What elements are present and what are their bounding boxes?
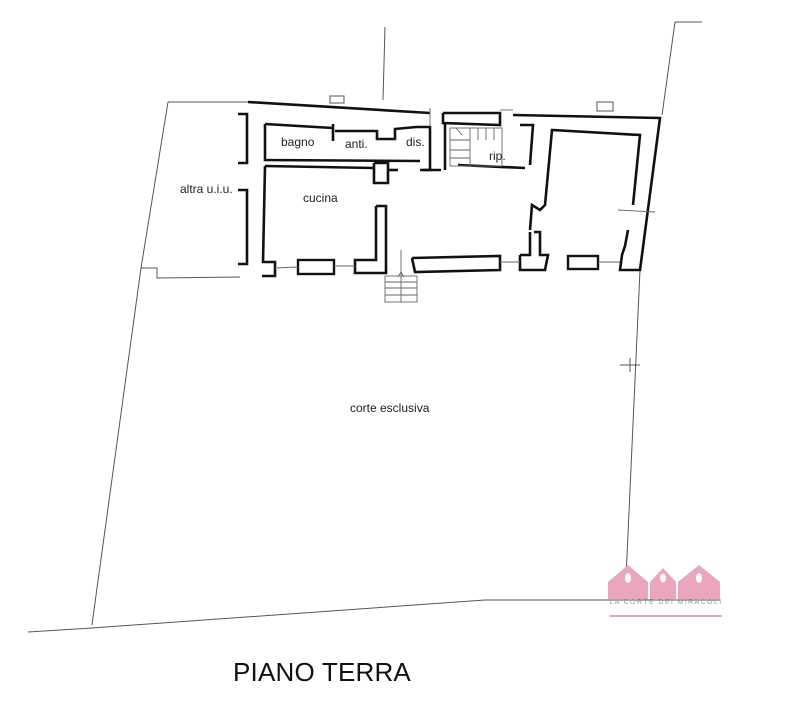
internal-staircase bbox=[449, 127, 503, 167]
logo-text: LA CORTE DEI MIRACOLI bbox=[609, 599, 723, 606]
room-label-anti: anti. bbox=[345, 137, 368, 151]
brand-logo: LA CORTE DEI MIRACOLI bbox=[608, 565, 724, 621]
room-label-rip: rip. bbox=[489, 149, 506, 163]
room-label-dis: dis. bbox=[406, 135, 425, 149]
room-label-corte-esclusiva: corte esclusiva bbox=[350, 401, 430, 415]
chimney bbox=[596, 101, 614, 112]
walls bbox=[238, 100, 662, 278]
openings bbox=[274, 108, 656, 269]
room-label-altra-uiu: altra u.i.u. bbox=[180, 182, 233, 196]
logo-underline bbox=[610, 615, 722, 617]
property-boundary bbox=[27, 21, 720, 633]
entrance-steps bbox=[384, 250, 418, 303]
plan-title: PIANO TERRA bbox=[233, 657, 411, 687]
chimney bbox=[329, 95, 345, 104]
room-label-bagno: bagno bbox=[281, 135, 315, 149]
room-label-cucina: cucina bbox=[303, 191, 338, 205]
houses-icon bbox=[608, 565, 720, 599]
